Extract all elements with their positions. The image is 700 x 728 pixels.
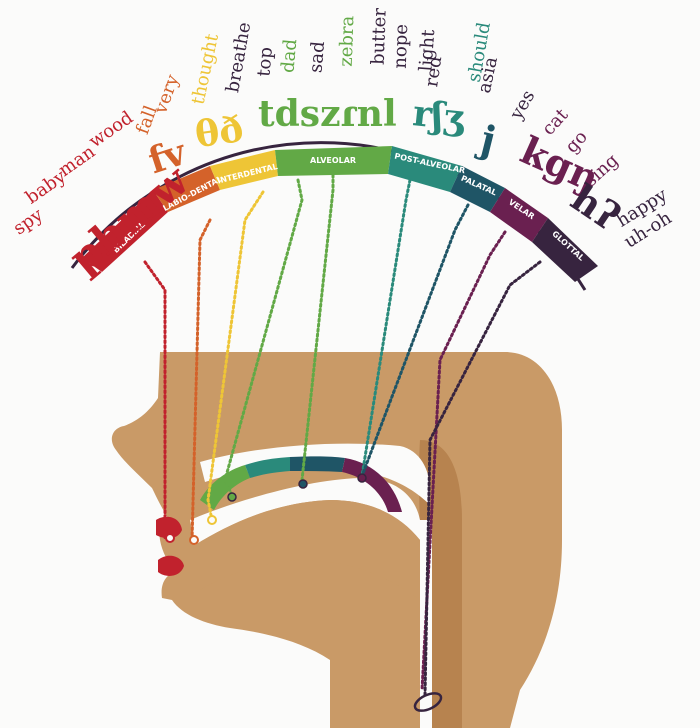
point-labiodental bbox=[189, 535, 199, 545]
ipa-palatal: j bbox=[473, 115, 500, 163]
word-very: very bbox=[150, 71, 184, 117]
label-alveolar: ALVEOLAR bbox=[310, 156, 356, 165]
ipa-alveolar: tdszɾnl bbox=[258, 93, 397, 135]
ipa-interdental: θð bbox=[192, 108, 245, 156]
leader-lines bbox=[143, 168, 542, 697]
word-dad: dad bbox=[277, 38, 301, 73]
arc-seg-labiodental bbox=[153, 166, 220, 212]
word-wood: wood bbox=[85, 107, 137, 152]
mouth-cavity bbox=[190, 478, 420, 545]
nasal-cavity bbox=[200, 443, 430, 505]
palate-velar bbox=[342, 458, 402, 512]
point-interdental bbox=[207, 515, 217, 525]
palate-postalveolar bbox=[245, 457, 290, 478]
leader-alveolar-2 bbox=[300, 168, 335, 482]
palate-palatal bbox=[290, 456, 345, 472]
arc-seg-interdental bbox=[210, 150, 278, 190]
palate-alveolar bbox=[200, 465, 250, 510]
word-red: red bbox=[421, 55, 446, 88]
word-yes: yes bbox=[506, 87, 540, 124]
leader-glottal bbox=[423, 260, 542, 697]
point-bilabial bbox=[165, 533, 175, 543]
word-thought: thought bbox=[188, 31, 224, 106]
articulation-points bbox=[165, 473, 367, 545]
lips bbox=[156, 516, 184, 576]
arc-seg-palatal bbox=[450, 166, 505, 212]
arc-seg-postalveolar bbox=[388, 146, 462, 192]
ipa-postalveolar: rʃʒ bbox=[411, 92, 468, 139]
word-zebra: zebra bbox=[336, 15, 359, 67]
word-sad: sad bbox=[305, 40, 329, 73]
arc-seg-alveolar bbox=[275, 146, 392, 176]
leader-labiodental bbox=[190, 218, 212, 542]
leader-postalveolar bbox=[360, 178, 412, 478]
leader-palatal bbox=[360, 203, 470, 478]
arc-seg-glottal bbox=[532, 218, 598, 282]
place-arc: BILABIAL LABIO-DENTAL INTERDENTAL ALVEOL… bbox=[70, 141, 598, 291]
leader-interdental bbox=[206, 190, 265, 522]
lower-lip bbox=[158, 555, 184, 576]
tongue bbox=[195, 500, 420, 600]
arc-seg-bilabial bbox=[82, 190, 168, 272]
point-velar bbox=[357, 473, 367, 483]
point-alveolar bbox=[227, 492, 237, 502]
word-breathe: breathe bbox=[222, 21, 255, 95]
leader-alveolar bbox=[223, 178, 304, 497]
word-light: light bbox=[415, 28, 439, 72]
point-palatal bbox=[298, 479, 308, 489]
upper-lip bbox=[156, 516, 182, 539]
word-top: top bbox=[253, 46, 276, 77]
arc-seg-velar bbox=[490, 188, 548, 242]
leader-bilabial bbox=[143, 260, 167, 542]
word-nope: nope bbox=[390, 24, 413, 69]
word-spy: spy bbox=[10, 204, 48, 239]
head-profile bbox=[111, 352, 563, 728]
leader-velar bbox=[420, 230, 507, 692]
word-butter: butter bbox=[368, 7, 391, 65]
